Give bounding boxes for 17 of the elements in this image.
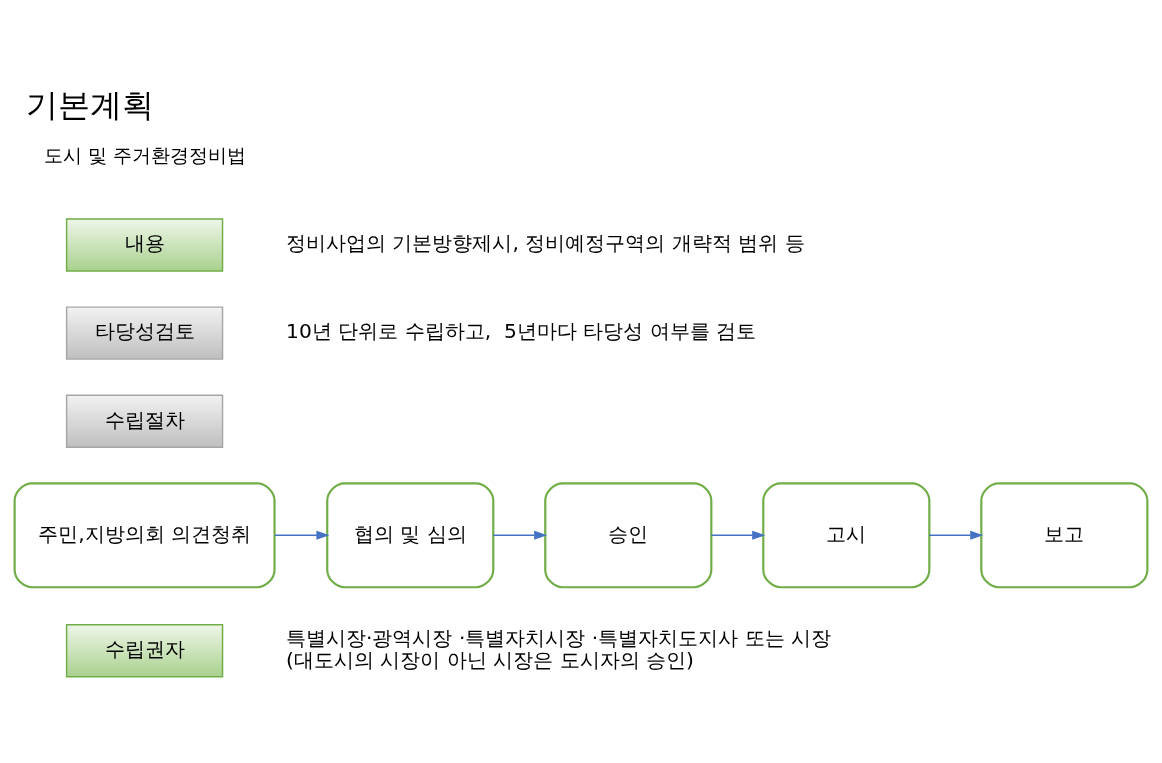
node-box: 보고	[980, 482, 1149, 589]
diagram-title: 기본계획	[25, 86, 154, 123]
node-label: 정비사업의 기본방향제시, 정비예정구역의 개략적 범위 등	[286, 231, 805, 256]
node-box: 내용	[65, 218, 224, 272]
node-box: 수립권자	[65, 624, 224, 678]
node-box: 타당성검토	[65, 306, 224, 360]
node-box: 고시	[762, 482, 931, 589]
arrow	[492, 530, 548, 540]
label: 도시 및 주거환경정비법	[43, 144, 246, 166]
node-box: 주민,지방의회 의견청취	[13, 482, 276, 589]
node-box: 승인	[544, 482, 713, 589]
arrow	[928, 530, 984, 540]
node-box: 협의 및 심의	[326, 482, 495, 589]
arrow	[710, 530, 766, 540]
node-label: 10년 단위로 수립하고, 5년마다 타당성 여부를 검토	[286, 319, 757, 344]
arrow	[274, 530, 330, 540]
node-box: 수립절차	[65, 394, 224, 448]
